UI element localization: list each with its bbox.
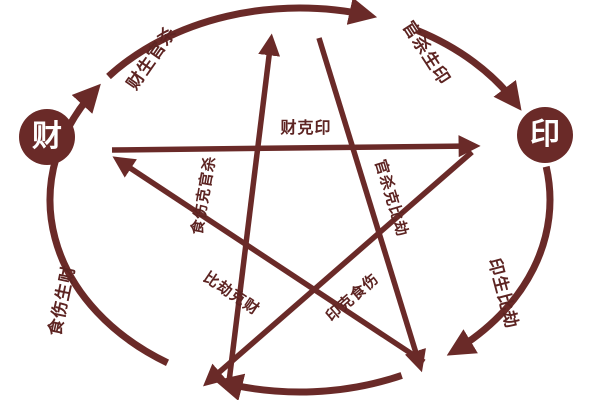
line-peer-overcomes-wealth-arrow-icon [112, 156, 426, 365]
arc-seal-to-peer-arrow-icon [446, 165, 554, 356]
label-wealth-overcomes-seal: 财克印 [280, 118, 332, 137]
arc-officer-to-seal-arrow-icon [416, 27, 522, 111]
line-seal-overcomes-eating-arrow-icon [203, 149, 474, 387]
arc-wealth-to-officer-arrow-icon [106, 0, 378, 80]
arc-peer-to-eating-arrow-icon [214, 372, 403, 400]
line-wealth-overcomes-seal-arrow-icon [111, 135, 481, 158]
line-eating-overcomes-officer-arrow-icon [225, 33, 281, 391]
node-seal: 印 [517, 107, 573, 163]
node-wealth: 财 [19, 109, 75, 165]
line-officer-overcomes-peer-arrow-icon [316, 37, 426, 373]
